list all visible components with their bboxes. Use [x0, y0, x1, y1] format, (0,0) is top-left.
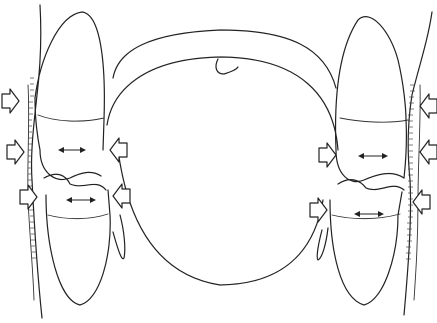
double-arrow-icon: [354, 211, 384, 217]
right-inner-force-arrows: [310, 143, 336, 222]
hollow-arrow-icon: [110, 138, 127, 162]
right-lower-tooth: [317, 180, 404, 305]
double-arrow-icon: [66, 197, 96, 203]
hollow-arrow-icon: [310, 198, 327, 222]
hollow-arrow-icon: [420, 140, 437, 164]
double-arrow-icon: [58, 147, 86, 153]
right-force-arrows: [413, 94, 437, 214]
movement-arrows: [58, 147, 388, 217]
hollow-arrow-icon: [20, 185, 37, 209]
left-cortex-line: [28, 5, 42, 318]
left-inner-force-arrows: [110, 138, 130, 208]
hollow-arrow-icon: [2, 89, 19, 113]
double-arrow-icon: [358, 153, 388, 159]
hollow-arrow-icon: [420, 94, 437, 118]
hollow-arrow-icon: [319, 143, 336, 167]
left-upper-tooth: [35, 12, 104, 180]
hollow-arrow-icon: [413, 190, 430, 214]
palate-outline: [107, 30, 338, 285]
right-pdl-hatch: [406, 85, 415, 259]
left-lower-tooth: [44, 174, 125, 305]
right-upper-tooth: [336, 17, 408, 182]
hollow-arrow-icon: [7, 140, 24, 164]
right-cortex-line: [404, 12, 432, 315]
hollow-arrow-icon: [113, 184, 130, 208]
